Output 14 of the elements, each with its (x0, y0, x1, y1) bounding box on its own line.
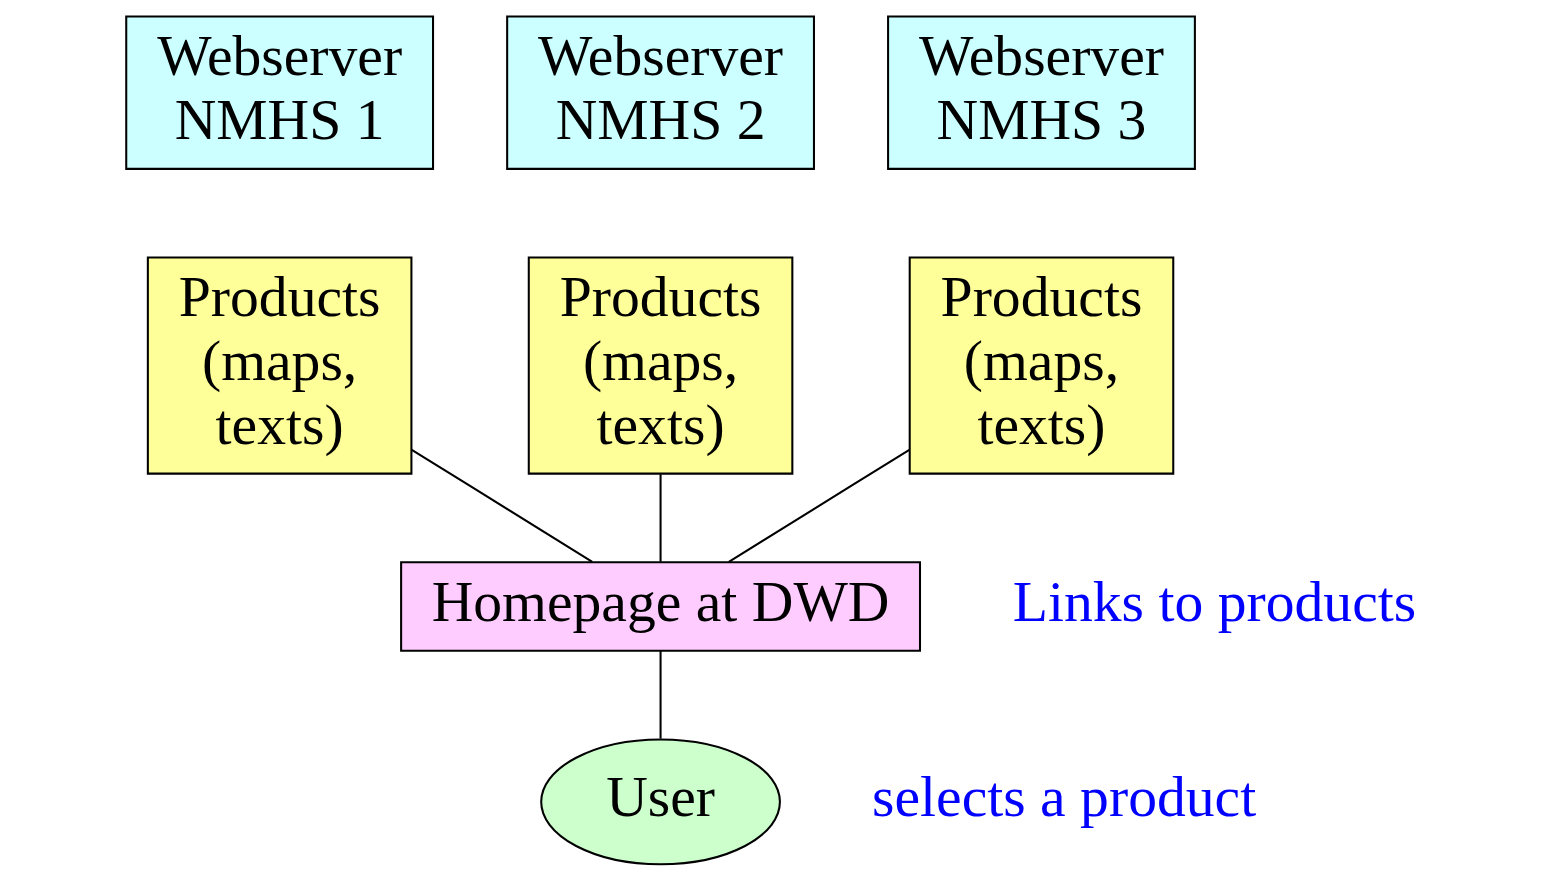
node-ellipse: User (539, 738, 781, 866)
connector (410, 448, 593, 563)
label: Links to products (1012, 569, 1416, 633)
label: selects a product (871, 765, 1256, 829)
node-box: Products (maps, texts) (146, 256, 412, 475)
node-box: Products (maps, texts) (908, 256, 1174, 475)
connector (659, 650, 662, 739)
connector (727, 448, 910, 563)
node-box: Homepage at DWD (399, 561, 921, 652)
node-box: Products (maps, texts) (527, 256, 793, 475)
node-box: Webserver NMHS 3 (886, 15, 1196, 170)
node-box: Webserver NMHS 1 (124, 15, 434, 170)
connector (659, 474, 662, 562)
node-box: Webserver NMHS 2 (505, 15, 815, 170)
